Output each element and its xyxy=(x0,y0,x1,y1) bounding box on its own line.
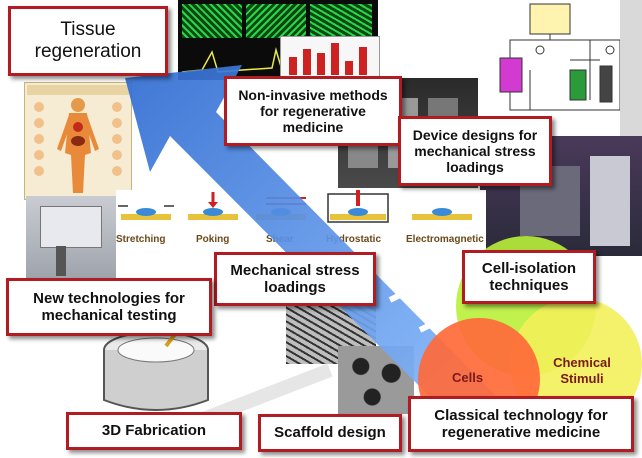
apparatus-diagram xyxy=(470,0,642,136)
stress-type-electromagnetic: Electromagnetic xyxy=(406,234,484,245)
label-non-invasive-methods: Non-invasive methods for regenerative me… xyxy=(224,76,402,146)
stress-type-hydrostatic: Hydrostatic xyxy=(326,234,382,245)
stress-type-stretching: Stretching xyxy=(116,234,166,245)
testing-machine-photo xyxy=(26,196,116,280)
label-new-technologies: New technologies for mechanical testing xyxy=(6,278,212,336)
label-device-designs: Device designs for mechanical stress loa… xyxy=(398,116,552,186)
bubble-label-chemical-stimuli: Chemical Stimuli xyxy=(553,355,611,386)
label-tissue-regeneration: Tissue regeneration xyxy=(8,6,168,76)
bar-chart-image xyxy=(280,36,380,80)
label-mechanical-stress: Mechanical stress loadings xyxy=(214,252,376,306)
label-scaffold-design: Scaffold design xyxy=(258,414,402,452)
stress-type-poking: Poking xyxy=(196,234,230,245)
label-cell-isolation: Cell-isolation techniques xyxy=(462,250,596,304)
bubble-label-cells: Cells xyxy=(452,370,484,385)
label-classical-technology: Classical technology for regenerative me… xyxy=(408,396,634,452)
label-3d-fabrication: 3D Fabrication xyxy=(66,412,242,450)
anatomy-chart-image xyxy=(24,82,132,200)
